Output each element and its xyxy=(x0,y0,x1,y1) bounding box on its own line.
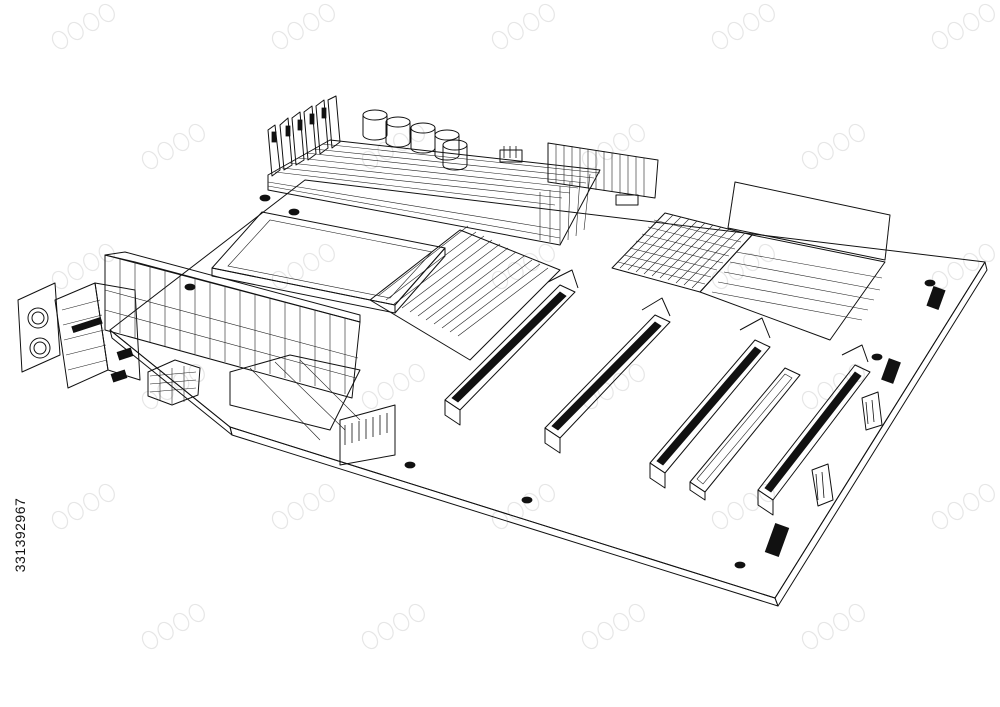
watermark-glyph xyxy=(141,603,205,650)
dimm-latches xyxy=(267,95,341,177)
pcie-slot-2 xyxy=(544,297,671,454)
watermark-glyph xyxy=(931,483,995,530)
watermark-glyph xyxy=(51,243,115,290)
watermark-glyph xyxy=(51,3,115,50)
watermark-glyph xyxy=(141,363,205,410)
watermark-glyph xyxy=(141,123,205,170)
chipset-heatsink xyxy=(229,225,561,441)
fan-header xyxy=(499,146,523,163)
front-panel-headers xyxy=(339,404,396,466)
pcie-slot-4 xyxy=(757,344,871,516)
right-edge-headers xyxy=(764,286,946,558)
watermark-glyph xyxy=(801,603,865,650)
cpu-socket xyxy=(211,211,446,314)
southbridge-heatsink xyxy=(611,212,753,293)
watermark-glyph xyxy=(581,123,645,170)
watermark-glyph xyxy=(931,243,995,290)
dimm-slots xyxy=(267,95,601,246)
watermark-glyph xyxy=(931,3,995,50)
watermark-glyph xyxy=(361,363,425,410)
watermark-glyph xyxy=(51,483,115,530)
watermark-glyph xyxy=(491,3,555,50)
watermark-glyph xyxy=(711,3,775,50)
pcie-slot-3 xyxy=(649,317,771,489)
watermark-glyph xyxy=(711,243,775,290)
mounting-holes xyxy=(184,194,936,569)
atx-power-connector xyxy=(547,142,659,206)
pcie-slot-1 xyxy=(444,269,579,426)
watermark-glyph xyxy=(711,483,775,530)
watermark-glyph xyxy=(361,603,425,650)
watermark-glyph xyxy=(801,123,865,170)
usb-header-block xyxy=(147,359,201,406)
vrm-heatsink xyxy=(104,251,361,399)
capacitors xyxy=(362,109,468,171)
sata-connectors xyxy=(699,181,891,341)
image-id-text: 331392967 xyxy=(12,497,28,573)
watermark-glyph xyxy=(271,483,335,530)
pci-slot xyxy=(689,367,801,501)
motherboard-pcb xyxy=(109,179,988,607)
watermark-glyph xyxy=(581,603,645,650)
watermark-glyph xyxy=(271,3,335,50)
rear-io-panel xyxy=(17,282,141,389)
watermark-glyph xyxy=(491,483,555,530)
watermark-glyph xyxy=(271,243,335,290)
